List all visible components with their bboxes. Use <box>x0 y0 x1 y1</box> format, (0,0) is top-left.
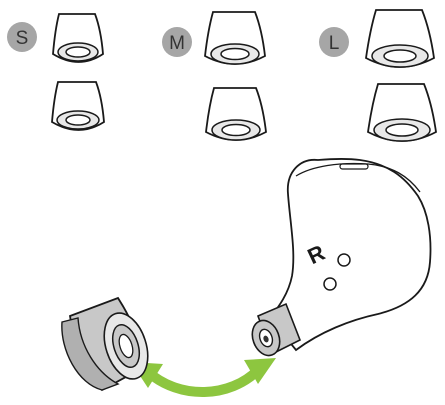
size-label-s: S <box>16 28 29 49</box>
ear-tip-icon <box>205 87 267 141</box>
size-badge-m: M <box>162 27 192 57</box>
earbud-nozzle <box>251 302 302 357</box>
size-label-m: M <box>169 33 185 54</box>
ear-tip-icon <box>51 81 105 131</box>
ear-tip-icon <box>365 9 435 68</box>
ear-tip-icon <box>204 11 266 65</box>
ear-tip-icon <box>367 83 437 142</box>
swap-arrow-icon <box>131 358 276 397</box>
size-label-l: L <box>329 33 340 54</box>
size-badge-l: L <box>319 27 349 57</box>
ear-tip-icon <box>61 296 149 392</box>
earbud-icon: R <box>251 157 432 357</box>
size-badge-s: S <box>7 22 37 52</box>
ear-tip-icon <box>52 13 104 63</box>
